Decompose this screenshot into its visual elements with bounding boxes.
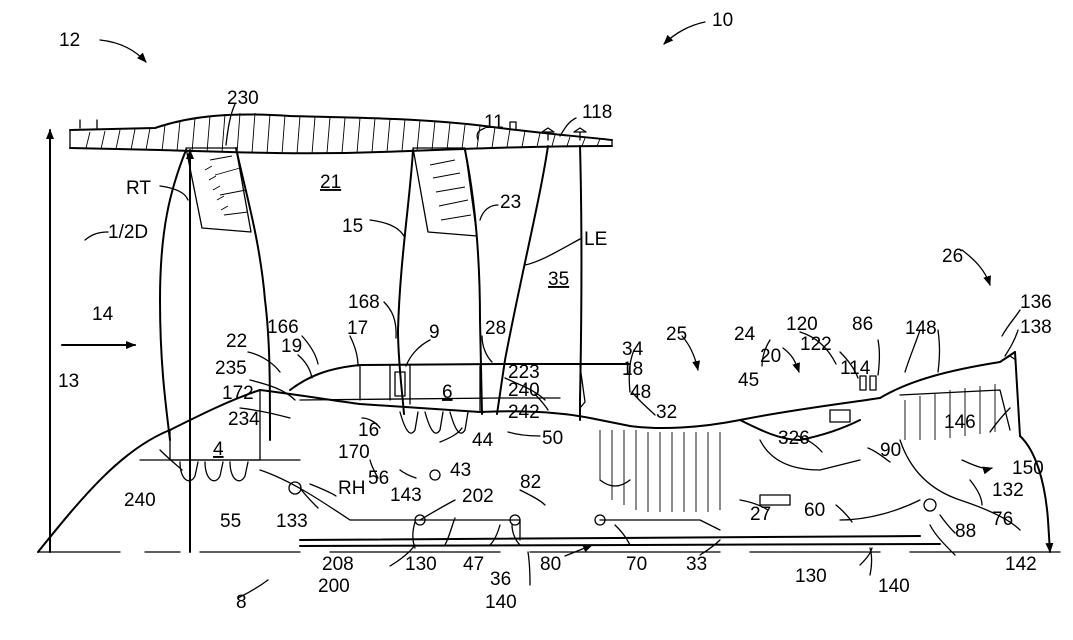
label-230: 230	[227, 88, 259, 109]
label-35: 35	[548, 269, 569, 290]
label-56: 56	[368, 468, 389, 489]
label-17: 17	[347, 318, 368, 339]
label-208: 208	[322, 554, 354, 575]
label-28: 28	[485, 318, 506, 339]
label-143: 143	[390, 485, 422, 506]
label-16: 16	[358, 420, 379, 441]
leader-lines	[61, 21, 1021, 599]
label-86: 86	[852, 314, 873, 335]
label-235: 235	[215, 358, 247, 379]
label-168: 168	[348, 292, 380, 313]
label-9: 9	[429, 322, 440, 343]
label-34: 34	[622, 339, 644, 360]
bearings-detail	[288, 375, 937, 526]
label-240b: 240	[124, 490, 156, 511]
label-4: 4	[213, 439, 224, 460]
label-202: 202	[462, 486, 494, 507]
label-133: 133	[276, 511, 308, 532]
half-diameter-dimension	[46, 129, 194, 553]
label-132: 132	[992, 480, 1024, 501]
label-24: 24	[734, 324, 756, 345]
nacelle-flanges	[541, 127, 587, 141]
core-casing	[479, 351, 1021, 512]
label-8: 8	[236, 592, 247, 613]
label-21: 21	[320, 172, 341, 193]
label-120: 120	[786, 314, 818, 335]
fan-blade-13	[159, 147, 271, 441]
label-LE: LE	[584, 229, 607, 250]
label-48: 48	[630, 382, 651, 403]
label-240a: 240	[508, 380, 540, 401]
label-11: 11	[484, 112, 504, 133]
label-170: 170	[338, 442, 370, 463]
label-166: 166	[267, 317, 299, 338]
label-36: 36	[490, 569, 511, 590]
label-138: 138	[1020, 317, 1052, 338]
label-88: 88	[955, 521, 976, 542]
label-70: 70	[626, 554, 647, 575]
label-55: 55	[220, 511, 241, 532]
label-90: 90	[880, 440, 901, 461]
label-150: 150	[1012, 458, 1044, 479]
pylon-strut-35	[496, 145, 583, 421]
label-12: 12	[59, 30, 80, 51]
label-43: 43	[450, 460, 471, 481]
label-80: 80	[540, 554, 561, 575]
label-26: 26	[942, 246, 963, 267]
label-82: 82	[520, 472, 541, 493]
label-22: 22	[226, 331, 247, 352]
label-20: 20	[760, 346, 781, 367]
label-19: 19	[281, 336, 302, 357]
label-18: 18	[622, 359, 643, 380]
label-1-2D: 1/2D	[108, 222, 148, 243]
label-118: 118	[582, 102, 612, 123]
label-14: 14	[92, 304, 114, 325]
label-146: 146	[944, 412, 976, 433]
label-136: 136	[1020, 292, 1052, 313]
label-15: 15	[342, 216, 363, 237]
label-47: 47	[463, 554, 484, 575]
fan-nacelle	[69, 112, 613, 155]
label-32: 32	[656, 402, 677, 423]
label-148: 148	[905, 318, 937, 339]
label-6: 6	[442, 382, 453, 403]
inlet-guide-vane-230	[185, 147, 252, 233]
inner-flowpath	[37, 363, 631, 553]
label-50: 50	[542, 428, 563, 449]
label-13: 13	[58, 371, 79, 392]
label-200: 200	[318, 576, 350, 597]
label-130b: 130	[795, 566, 827, 587]
label-122: 122	[800, 334, 832, 355]
label-25: 25	[666, 324, 687, 345]
label-326: 326	[778, 428, 810, 449]
label-140b: 140	[878, 576, 910, 597]
label-RT: RT	[126, 178, 151, 199]
label-242: 242	[508, 402, 540, 423]
label-60: 60	[804, 500, 825, 521]
label-RH: RH	[338, 478, 365, 499]
label-10: 10	[712, 10, 733, 31]
label-172: 172	[222, 383, 254, 404]
outlet-guide-vane-15	[397, 149, 483, 415]
label-114: 114	[840, 358, 871, 379]
label-130a: 130	[405, 554, 437, 575]
label-223: 223	[508, 362, 540, 383]
label-142: 142	[1005, 554, 1037, 575]
label-33: 33	[686, 554, 707, 575]
label-76: 76	[992, 509, 1013, 530]
exhaust-nozzle	[899, 435, 1054, 553]
label-45: 45	[738, 370, 759, 391]
label-234: 234	[228, 409, 260, 430]
label-23: 23	[500, 192, 521, 213]
label-27: 27	[750, 504, 771, 525]
label-140a: 140	[485, 592, 517, 613]
label-44: 44	[472, 430, 494, 451]
reference-labels: 12 10 230 11 118 RT 21 23 15 1/2D LE 35 …	[58, 10, 1052, 613]
